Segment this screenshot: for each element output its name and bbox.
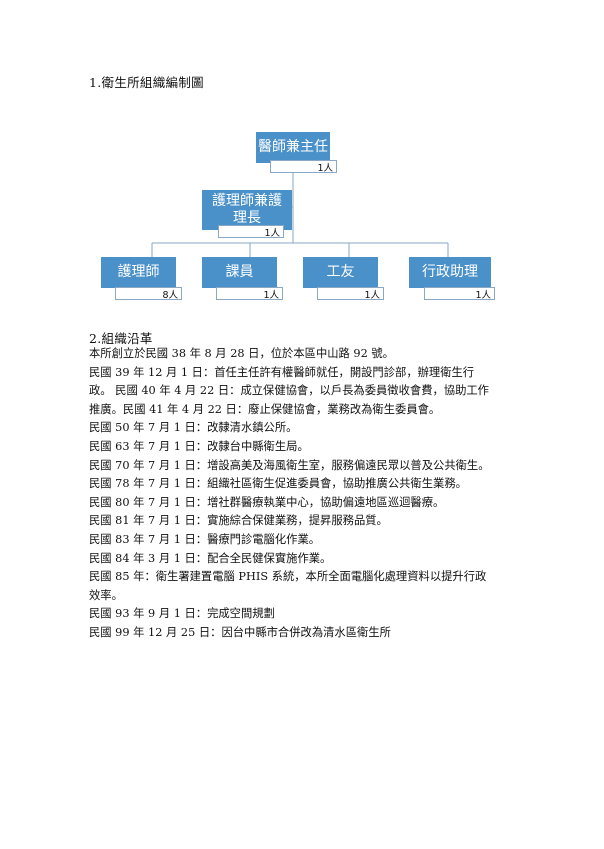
org-node-director: 醫師兼主任: [256, 132, 330, 163]
org-node-janitor-title: 工友: [326, 264, 355, 280]
org-node-head-nurse-title-line2: 理長: [233, 210, 261, 226]
history-line: 民國 80 年 7 月 1 日：增社群醫療執業中心，協助偏遠地區巡迴醫療。: [89, 495, 445, 509]
org-node-nurse-count: 8人: [115, 287, 182, 301]
history-line: 民國 93 年 9 月 1 日：完成空間規劃: [89, 607, 275, 621]
org-node-director-count: 1人: [270, 160, 337, 174]
history-line: 民國 83 年 7 月 1 日：醫療門診電腦化作業。: [89, 532, 321, 546]
org-node-admin-assistant-title: 行政助理: [422, 264, 478, 280]
org-node-nurse: 護理師: [101, 257, 176, 288]
org-node-clerk-title: 課員: [225, 264, 254, 280]
history-line: 推廣。民國 41 年 4 月 22 日：廢止保健協會，業務改為衛生委員會。: [89, 402, 441, 416]
org-node-admin-assistant: 行政助理: [409, 257, 491, 288]
history-line: 民國 84 年 3 月 1 日：配合全民健保實施作業。: [89, 551, 332, 565]
org-node-clerk: 課員: [202, 257, 277, 288]
org-node-head-nurse: 護理師兼護 理長: [202, 190, 292, 230]
history-line: 民國 70 年 7 月 1 日：增設高美及海風衛生室，服務偏遠民眾以普及公共衛生…: [89, 458, 490, 472]
org-node-janitor-count: 1人: [317, 287, 384, 301]
org-node-director-title: 醫師兼主任: [258, 139, 328, 155]
history-line: 政。 民國 40 年 4 月 22 日：成立保健協會，以戶長為委員徵收會費，協助…: [89, 384, 489, 398]
section-heading-org-chart: 1.衛生所組織編制圖: [89, 75, 204, 90]
org-node-nurse-title: 護理師: [117, 264, 160, 280]
history-line: 本所創立於民國 38 年 8 月 28 日，位於本區中山路 92 號。: [89, 347, 394, 360]
org-node-head-nurse-count: 1人: [218, 225, 284, 239]
history-text: 本所創立於民國 38 年 8 月 28 日，位於本區中山路 92 號。 民國 3…: [89, 345, 519, 643]
history-line: 民國 99 年 12 月 25 日：因台中縣市合併改為清水區衛生所: [89, 625, 391, 639]
history-line: 民國 85 年：衛生署建置電腦 PHIS 系統，本所全面電腦化處理資料以提升行政: [89, 570, 487, 584]
history-line: 效率。: [89, 588, 123, 602]
org-node-janitor: 工友: [303, 257, 378, 288]
history-line: 民國 50 年 7 月 1 日：改隸清水鎮公所。: [89, 421, 298, 435]
org-node-clerk-count: 1人: [216, 287, 283, 301]
history-line: 民國 39 年 12 月 1 日：首任主任許有權醫師就任，開設門診部，辦理衛生行: [89, 365, 475, 379]
org-chart: 醫師兼主任 1人 護理師兼護 理長 1人 護理師 8人 課員 1人 工友 1人 …: [96, 101, 507, 301]
org-node-head-nurse-title-line1: 護理師兼護: [212, 193, 282, 209]
history-line: 民國 81 年 7 月 1 日：實施綜合保健業務，提昇服務品質。: [89, 514, 388, 528]
section-heading-history: 2.組織沿革: [89, 331, 153, 346]
org-node-admin-assistant-count: 1人: [424, 287, 495, 301]
history-line: 民國 63 年 7 月 1 日：改隸台中縣衛生局。: [89, 439, 309, 453]
history-line: 民國 78 年 7 月 1 日：組織社區衛生促進委員會，協助推廣公共衛生業務。: [89, 477, 467, 491]
